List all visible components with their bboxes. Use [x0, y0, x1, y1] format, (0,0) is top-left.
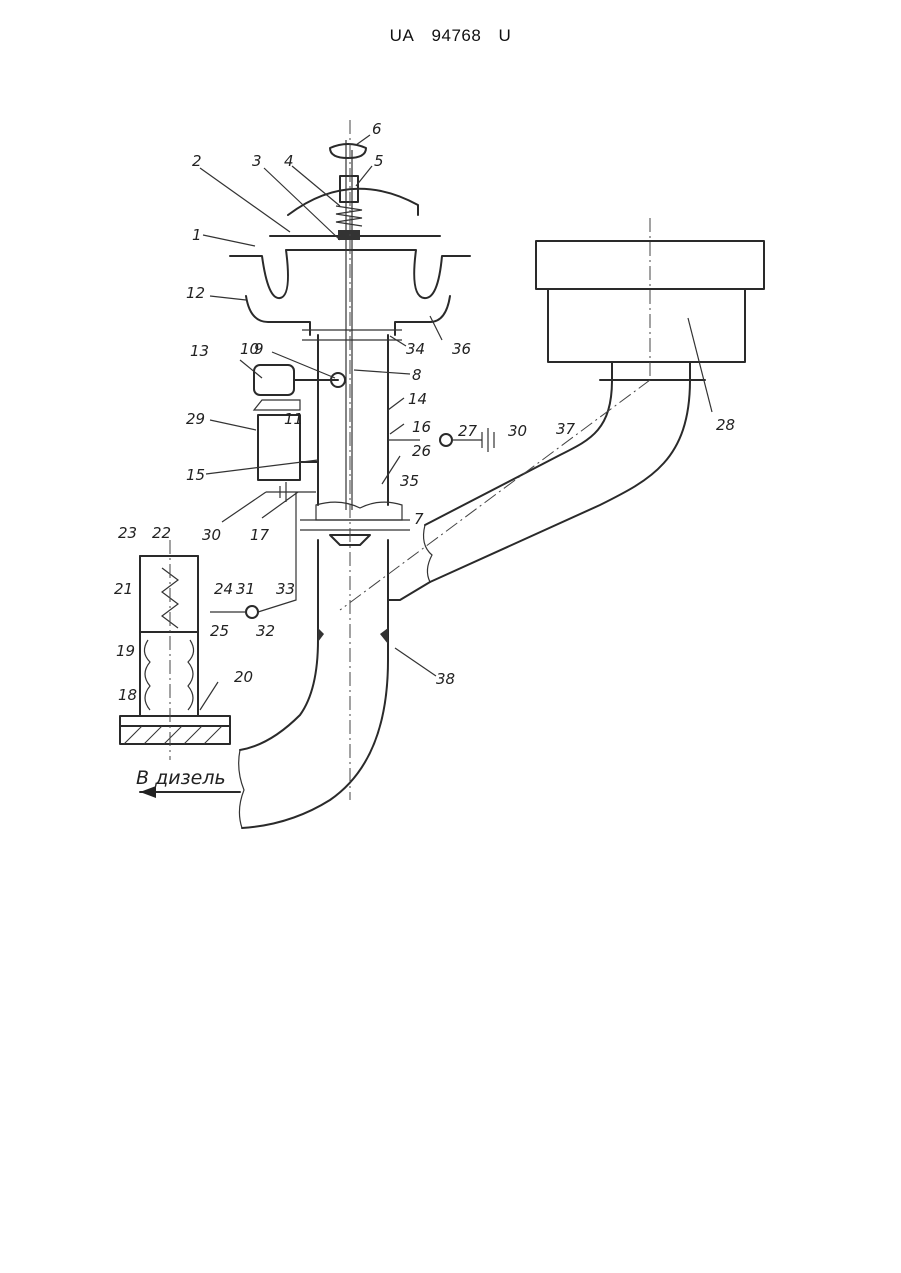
leader-lines [200, 135, 712, 710]
label-2: 2 [192, 152, 202, 170]
label-34: 34 [406, 340, 425, 358]
label-28: 28 [716, 416, 735, 434]
label-21: 21 [114, 580, 133, 598]
label-37: 37 [556, 420, 576, 438]
label-7: 7 [414, 510, 424, 528]
label-36: 36 [452, 340, 471, 358]
central-rod [300, 140, 410, 545]
label-12: 12 [186, 284, 205, 302]
label-30-b: 30 [202, 526, 221, 544]
label-13: 13 [190, 342, 209, 360]
label-38: 38 [436, 670, 455, 688]
label-30-a: 30 [508, 422, 527, 440]
label-5: 5 [374, 152, 384, 170]
label-22: 22 [152, 524, 171, 542]
label-3: 3 [252, 152, 262, 170]
label-19: 19 [116, 642, 135, 660]
label-1: 1 [192, 226, 202, 244]
intake-pipe [424, 380, 690, 582]
label-26: 26 [412, 442, 431, 460]
outlet-caption: В дизель [136, 767, 226, 789]
label-4: 4 [284, 152, 294, 170]
label-20: 20 [234, 668, 253, 686]
label-24: 24 [214, 580, 233, 598]
label-15: 15 [186, 466, 205, 484]
label-29: 29 [186, 410, 205, 428]
label-16: 16 [412, 418, 431, 436]
main-pipe [239, 540, 430, 828]
label-32: 32 [256, 622, 275, 640]
bellows-unit [120, 540, 230, 760]
label-6: 6 [372, 120, 382, 138]
label-35: 35 [400, 472, 419, 490]
label-14: 14 [408, 390, 427, 408]
outlet-arrow: В дизель [136, 767, 240, 798]
label-8: 8 [412, 366, 422, 384]
label-23: 23 [118, 524, 137, 542]
label-25: 25 [210, 622, 229, 640]
label-33: 33 [276, 580, 295, 598]
label-31: 31 [236, 580, 255, 598]
label-17: 17 [250, 526, 270, 544]
label-11: 11 [284, 410, 303, 428]
label-18: 18 [118, 686, 137, 704]
label-27: 27 [458, 422, 478, 440]
label-10: 10 [240, 340, 259, 358]
reference-numerals: 1 2 3 4 5 6 7 8 9 10 11 12 13 14 15 16 1… [114, 120, 735, 704]
